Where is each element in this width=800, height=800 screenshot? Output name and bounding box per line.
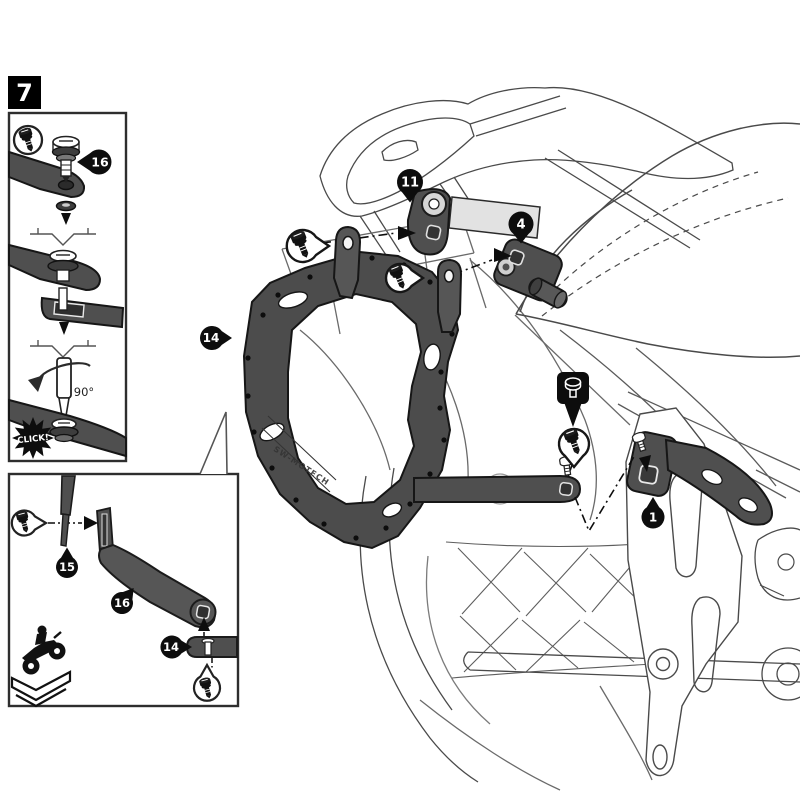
step-number: 7 (16, 79, 33, 107)
roller-spacer (528, 277, 568, 309)
slot-bolt-stage1 (51, 135, 81, 183)
trellis-lattice (445, 541, 665, 679)
inset-bolt-sequence: 16 90° CLICK! (7, 111, 128, 463)
seated-bolt-stage3 (49, 418, 79, 443)
callout-14-inset: 14 (160, 635, 192, 659)
screwdriver-rotation: 90° (28, 357, 94, 417)
slot-bolt-stage2 (47, 249, 79, 282)
callout-14-inset-label: 14 (163, 640, 179, 654)
callout-16-top-label: 16 (91, 155, 109, 170)
callout-1: 1 (641, 497, 665, 529)
callout-1-label: 1 (649, 511, 657, 525)
inset-pointer-wedge (199, 411, 228, 475)
direction-arrows (398, 226, 651, 472)
lower-beam (463, 651, 800, 683)
stage-divider (30, 228, 96, 246)
screwdriver-inset (60, 475, 76, 547)
rotation-angle-label: 90° (74, 385, 94, 399)
click-label: CLICK! (17, 433, 49, 446)
seat-outline (515, 122, 800, 358)
swingarm-lines (419, 685, 653, 791)
callout-11: 11 (397, 169, 423, 203)
stage-divider (30, 340, 96, 358)
bike-on-stand-icon (10, 625, 72, 708)
callout-14-main: 14 (199, 326, 232, 351)
bolt-icon-lower (557, 426, 591, 469)
carrier-lower-support-bar (413, 474, 582, 503)
callout-16-top: 16 (77, 149, 112, 175)
fastener-pin-icon (557, 372, 589, 427)
bolt-icon-front (285, 228, 332, 264)
adapter-bar-14 (185, 636, 238, 658)
callout-15: 15 (56, 547, 78, 579)
step-badge: 7 (8, 76, 41, 109)
carrier-front-hook-arm (332, 225, 362, 300)
click-starburst: CLICK! (12, 417, 54, 459)
axle-and-peg-bracket (754, 527, 800, 701)
bracket-arm-16 (96, 506, 217, 629)
motorcycle-line-art (281, 86, 800, 791)
bracket-4-assembly (493, 238, 568, 309)
inset-arm-assembly: 15 16 14 (7, 411, 240, 708)
callout-4: 4 (508, 211, 534, 244)
callout-16-bottom-label: 16 (114, 596, 130, 610)
callout-16-bottom: 16 (111, 588, 134, 615)
callout-14-main-label: 14 (203, 331, 220, 345)
bolt-icon-rear (384, 262, 426, 294)
bolt-icon-inset-bottom (192, 662, 222, 702)
callout-4-label: 4 (516, 218, 525, 233)
callout-15-label: 15 (59, 560, 75, 574)
carrier-rear-hook-arm (437, 258, 463, 333)
bolt-circle-icon-left (10, 509, 49, 537)
callout-11-label: 11 (401, 176, 419, 191)
